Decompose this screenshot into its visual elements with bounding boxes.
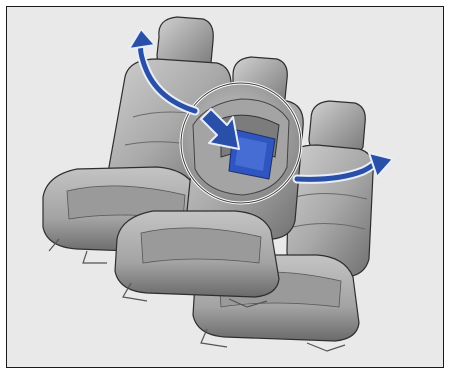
callout-magnifier (181, 83, 301, 203)
illustration-frame (6, 6, 444, 368)
seat-illustration (7, 7, 443, 367)
